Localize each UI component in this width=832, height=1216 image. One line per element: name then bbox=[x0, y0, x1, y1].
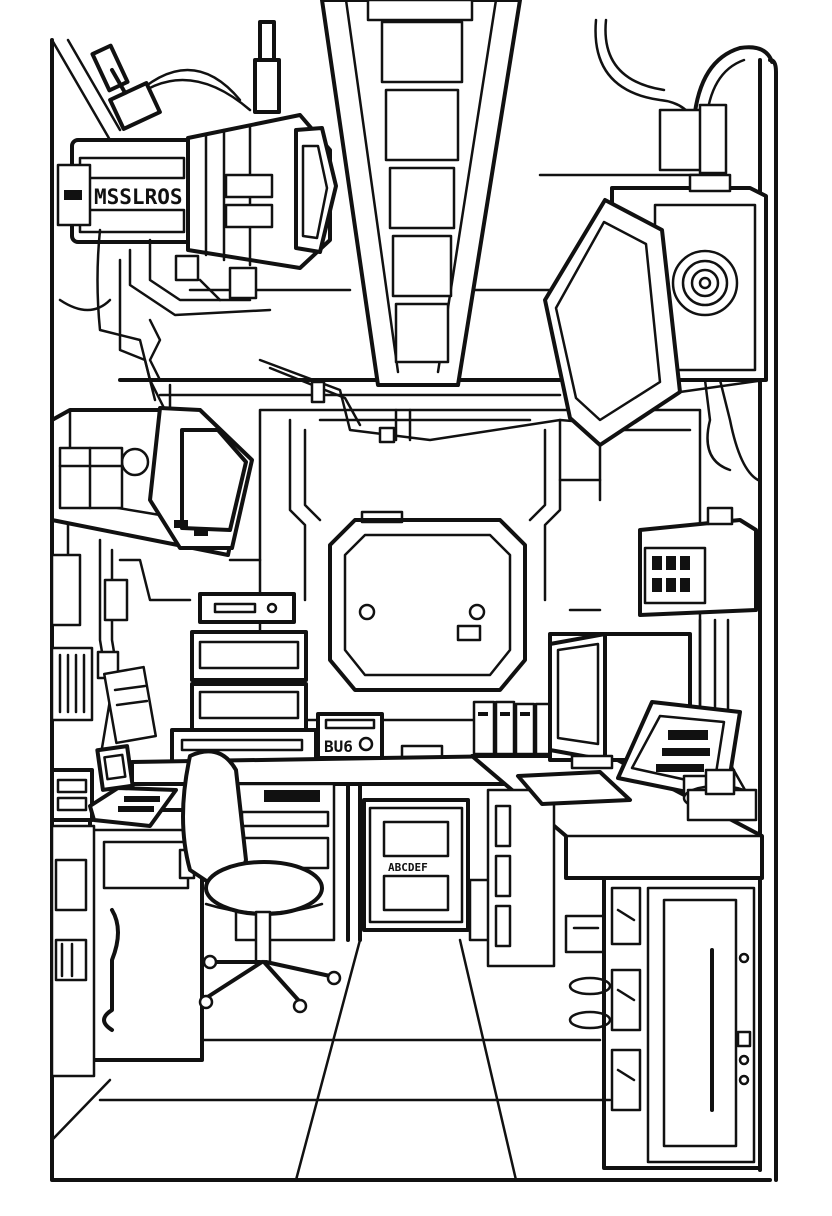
left-cabinet bbox=[50, 768, 204, 1078]
hatch-window bbox=[328, 510, 527, 692]
ceiling bbox=[118, 173, 702, 397]
floor-tiles bbox=[50, 938, 612, 1182]
control-panel bbox=[616, 700, 758, 822]
cabinet-label: ABCDEF bbox=[388, 861, 428, 874]
desk-device: BU6 bbox=[316, 712, 384, 760]
ceiling-pipes bbox=[168, 358, 622, 444]
right-cabinet bbox=[568, 876, 762, 1170]
left-console-device bbox=[88, 744, 178, 828]
desktop-computer bbox=[516, 632, 692, 806]
ceiling-light-fixture bbox=[320, 0, 522, 387]
office-chair bbox=[181, 749, 342, 1014]
left-wall-monitor bbox=[50, 406, 254, 557]
device-label: BU6 bbox=[324, 737, 353, 756]
left-wall-panels bbox=[50, 553, 158, 745]
camera-label: MSSLROS bbox=[94, 185, 183, 209]
right-wall-rack bbox=[638, 506, 758, 792]
left-wall-pipes bbox=[58, 228, 192, 762]
ceiling-camera: MSSLROS bbox=[56, 20, 338, 317]
binders bbox=[472, 700, 554, 756]
right-wall-monitor bbox=[543, 173, 768, 482]
back-cabinet: ABCDEF bbox=[362, 798, 498, 942]
ceiling-cable bbox=[594, 18, 774, 175]
equipment-stack bbox=[170, 592, 318, 764]
